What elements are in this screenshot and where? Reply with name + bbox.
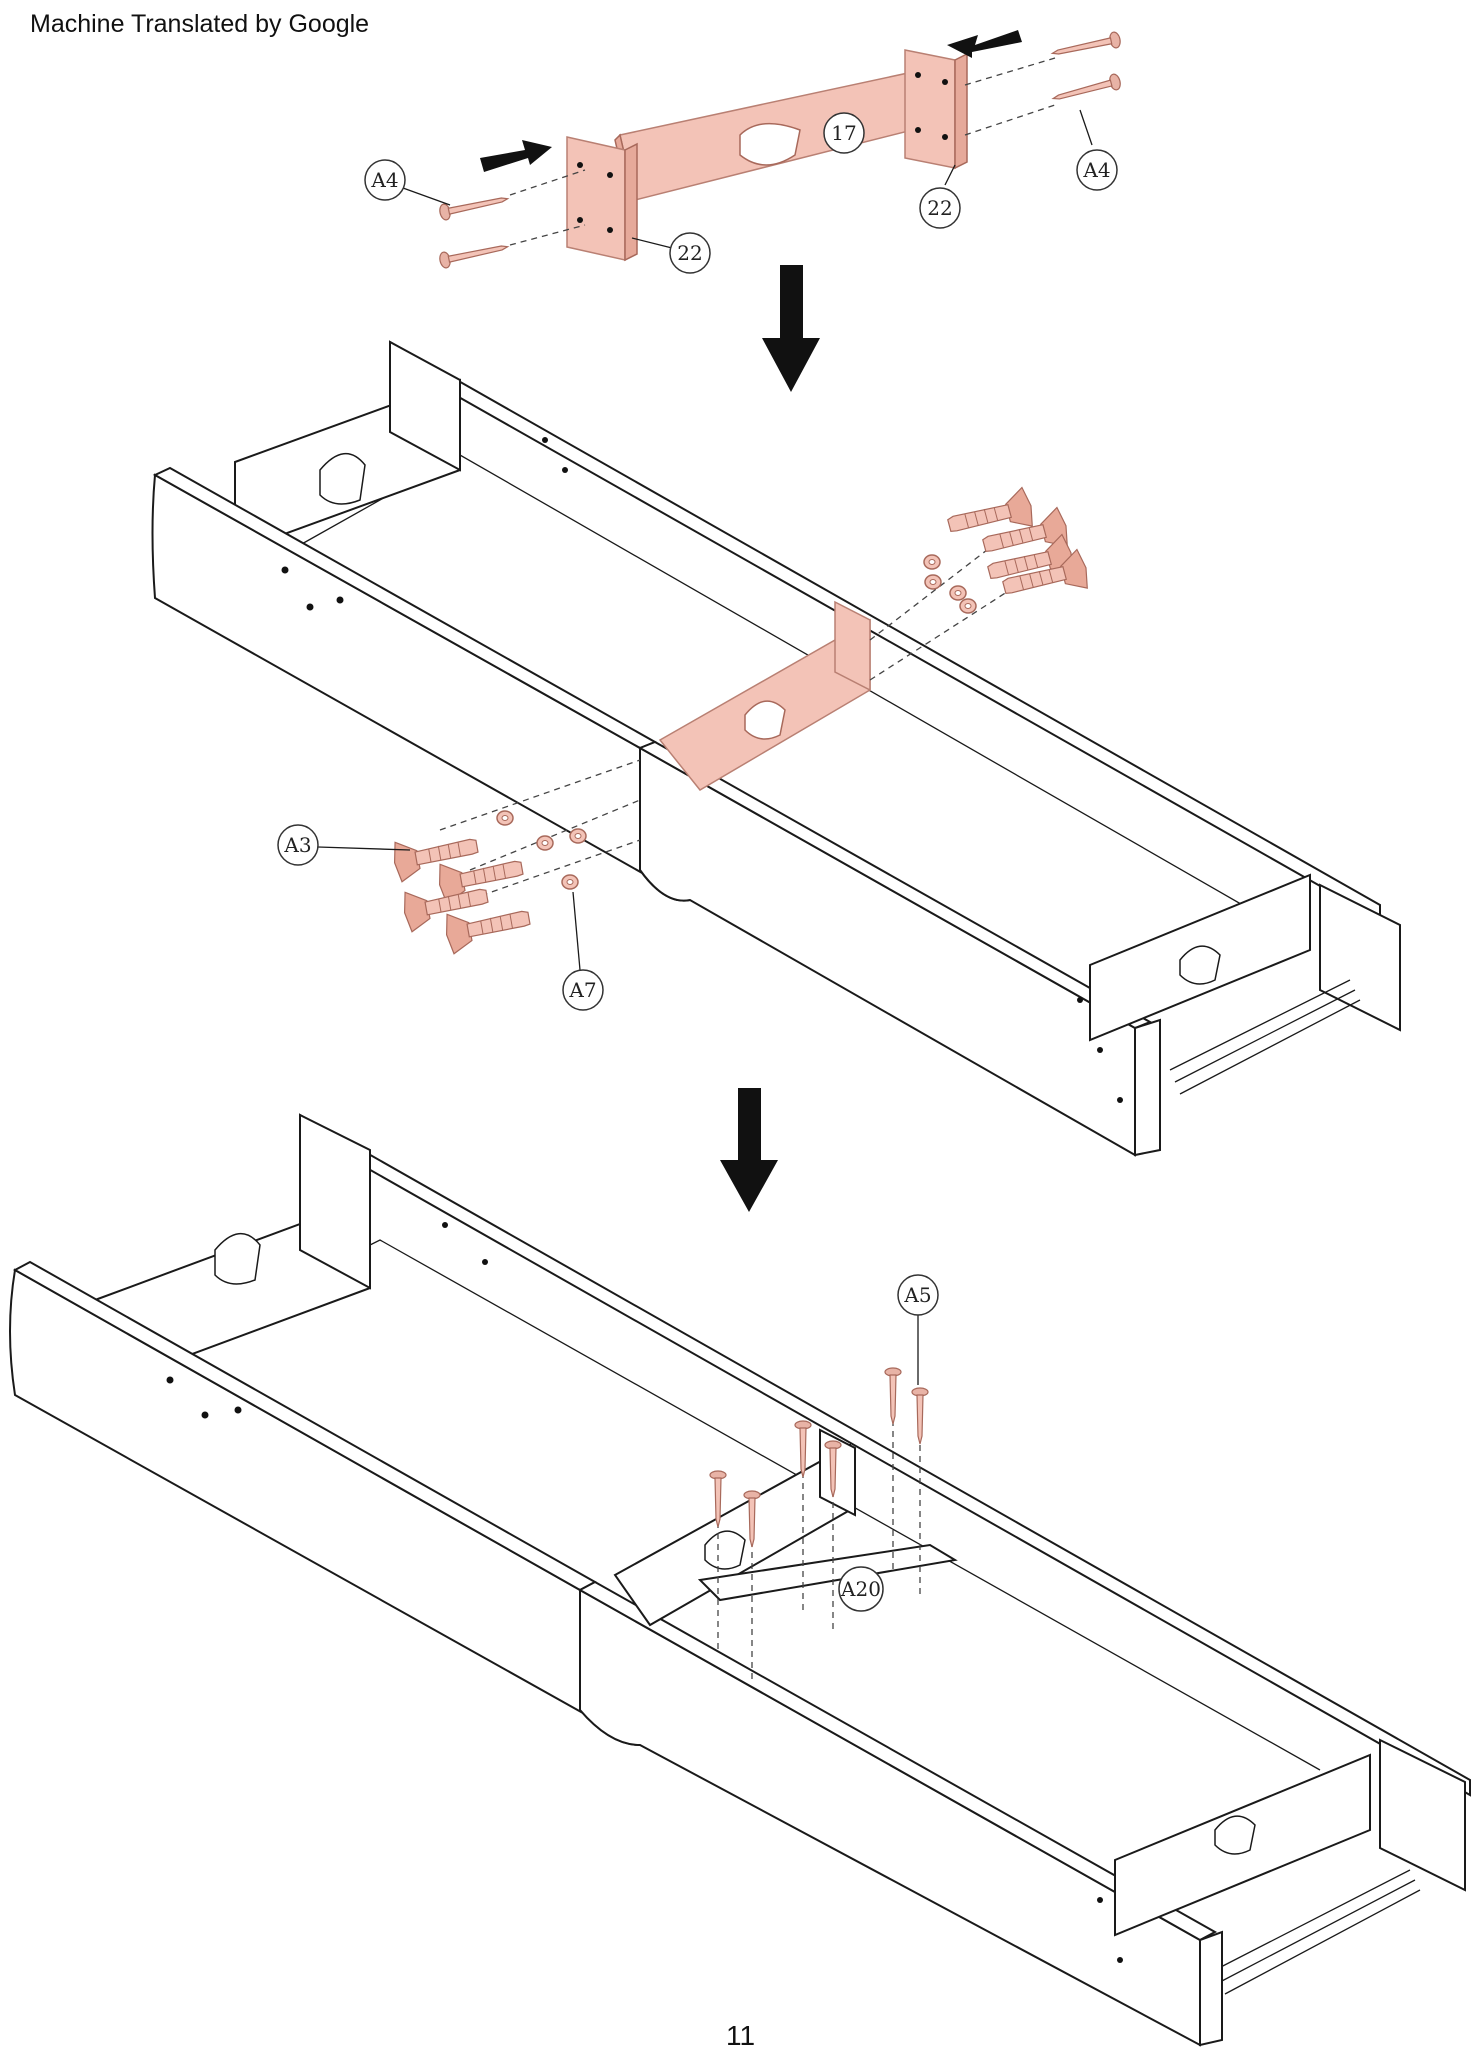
washer-icon [923,554,941,570]
screw-icon [1050,72,1123,107]
part-22-left [566,136,626,261]
handle-cutout-icon [1179,945,1221,985]
washer-icon [949,585,967,601]
header-text: Machine Translated by Google [30,10,370,38]
step2-frame: A3 A7 [151,340,1401,1157]
callout-a3: A3 [283,833,311,857]
step1-group: A4 A4 17 22 22 [364,30,1123,274]
push-arrow-icon [947,30,1022,58]
handle-cutout-icon [1214,1815,1256,1855]
screw-icon [1050,30,1123,62]
handle-cutout-icon [214,1233,261,1285]
push-arrow-icon [480,140,552,172]
callout-22-left: 22 [677,241,702,265]
handle-cutout-icon [739,122,801,166]
washer-icon [561,874,579,890]
washer-icon [536,835,554,851]
callout-22-right: 22 [927,196,952,220]
callout-a4-right: A4 [1082,158,1110,182]
callout-a5: A5 [903,1283,931,1307]
part-22-right [904,49,956,169]
screw-icon [437,190,510,222]
callout-a20: A20 [840,1577,881,1601]
callout-a7: A7 [568,978,596,1002]
handle-cutout-icon [319,453,366,505]
washer-icon [569,828,587,844]
screw-icon [911,1387,929,1445]
washer-icon [924,574,942,590]
washer-icon [496,810,514,826]
down-arrow-icon [720,1088,778,1212]
down-arrow-icon [762,265,820,392]
washer-icon [959,598,977,614]
step3-frame: A5 A20 [9,1113,1471,2047]
callout-a4-left: A4 [370,168,398,192]
screw-icon [437,238,510,270]
callout-17: 17 [831,121,856,145]
screw-icon [884,1367,902,1425]
page-number: 11 [725,2020,756,2051]
